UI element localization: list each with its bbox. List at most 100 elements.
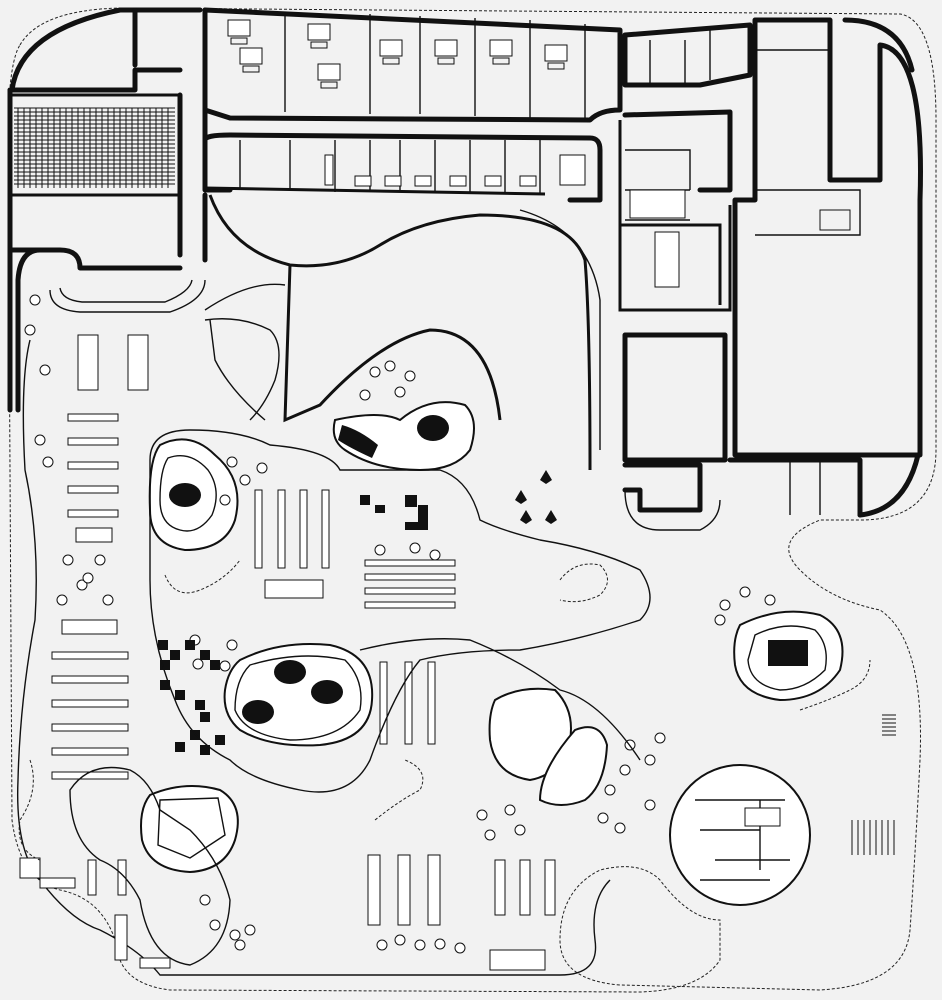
chair <box>230 37 248 45</box>
stool <box>644 799 656 811</box>
tree-symbols <box>515 470 557 524</box>
stool <box>414 939 426 951</box>
table <box>75 527 113 543</box>
meeting-pod-right <box>733 610 844 702</box>
stool <box>209 919 221 931</box>
desk <box>414 175 432 187</box>
study-pod-left <box>148 438 239 552</box>
stool <box>219 660 231 672</box>
carrel <box>210 660 220 670</box>
stool <box>434 938 446 950</box>
office-desks <box>227 19 568 89</box>
snake-benches <box>18 559 871 861</box>
long-table <box>77 334 99 391</box>
small-desks <box>324 154 537 187</box>
book-stack <box>299 489 308 569</box>
desk <box>519 175 537 187</box>
stool <box>369 366 381 378</box>
stool <box>714 614 726 626</box>
central-shell <box>204 194 601 471</box>
stool <box>614 822 626 834</box>
shelf <box>87 859 97 896</box>
carrel <box>190 730 200 740</box>
carrel <box>405 495 417 507</box>
counter <box>324 154 334 186</box>
stool <box>34 434 46 446</box>
book-stack <box>544 859 556 916</box>
stool <box>374 544 386 556</box>
stool <box>644 754 656 766</box>
stool <box>454 942 466 954</box>
carrel <box>200 745 210 755</box>
stool <box>394 934 406 946</box>
stool <box>504 804 516 816</box>
carrel <box>160 660 170 670</box>
study-table <box>51 723 129 732</box>
left-reading-tables <box>39 334 171 969</box>
carrel <box>158 640 168 650</box>
stool <box>719 599 731 611</box>
book-stack <box>404 661 413 745</box>
stool <box>376 939 388 951</box>
stool <box>29 294 41 306</box>
study-pod-mid-bottom <box>488 687 609 806</box>
stool <box>384 360 396 372</box>
desk <box>489 39 513 57</box>
entry-lobby <box>622 452 921 531</box>
desk <box>384 175 402 187</box>
book-stack <box>427 854 441 926</box>
book-stacks <box>19 489 556 971</box>
stool <box>62 554 74 566</box>
auditorium-seating <box>14 107 175 188</box>
table <box>264 579 324 599</box>
second-office-row <box>202 132 603 203</box>
book-stack <box>427 661 436 745</box>
stool <box>514 824 526 836</box>
stool <box>476 809 488 821</box>
carrel <box>200 712 210 722</box>
carrel <box>185 640 195 650</box>
desk <box>484 175 502 187</box>
stool <box>229 929 241 941</box>
stool <box>256 462 268 474</box>
chair <box>547 62 565 70</box>
stool <box>484 829 496 841</box>
shelf <box>364 601 456 609</box>
book-stack <box>277 489 286 569</box>
service-block <box>618 17 923 463</box>
chair <box>242 65 260 73</box>
stool <box>24 324 36 336</box>
stool <box>359 389 371 401</box>
stool <box>219 494 231 506</box>
chair <box>382 57 400 65</box>
carrel <box>360 495 370 505</box>
shelf <box>114 914 128 961</box>
table <box>489 949 546 971</box>
shelf <box>364 587 456 595</box>
shelf <box>364 573 456 581</box>
shelf <box>117 859 127 896</box>
stool <box>409 542 421 554</box>
desk <box>544 44 568 62</box>
study-table <box>67 509 119 518</box>
stool <box>39 364 51 376</box>
study-table <box>67 485 119 494</box>
round-tower <box>669 764 811 906</box>
study-pod-center <box>223 643 374 747</box>
stool <box>394 386 406 398</box>
carrel <box>418 505 428 530</box>
stool <box>429 549 441 561</box>
study-table <box>51 771 129 780</box>
stool <box>82 572 94 584</box>
book-stack <box>519 859 531 916</box>
carrel-blocks <box>158 495 428 755</box>
book-stack <box>254 489 263 569</box>
stairs <box>851 714 896 855</box>
book-stack <box>494 859 506 916</box>
stool <box>192 658 204 670</box>
carrel <box>170 650 180 660</box>
stool <box>404 370 416 382</box>
carrel <box>160 680 170 690</box>
stool <box>94 554 106 566</box>
study-table <box>51 747 129 756</box>
